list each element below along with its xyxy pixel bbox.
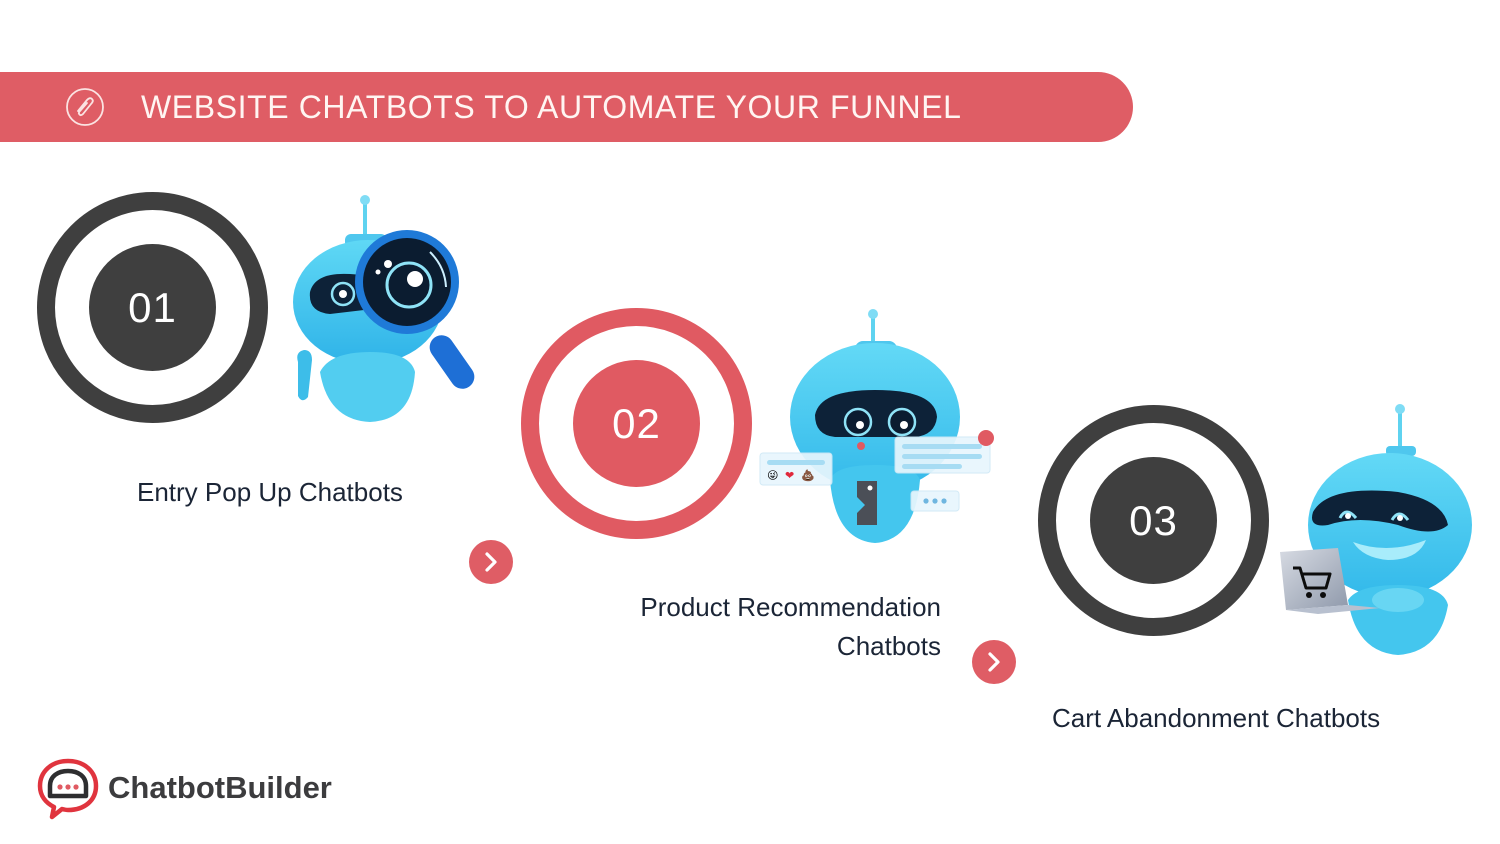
robot-shopping-cart-icon — [1280, 404, 1472, 655]
step-2-label: Product Recommendation Chatbots — [640, 588, 941, 666]
chevron-right-icon — [485, 552, 497, 572]
step-3-label: Cart Abandonment Chatbots — [1052, 703, 1381, 733]
paperclip-circle-icon — [66, 88, 104, 126]
chevron-right-icon — [988, 652, 1000, 672]
step-2-number: 02 — [573, 360, 700, 487]
svg-text:😜: 😜 — [767, 469, 778, 482]
svg-text:❤: ❤ — [785, 469, 794, 482]
header-banner: WEBSITE CHATBOTS TO AUTOMATE YOUR FUNNEL — [0, 72, 1133, 142]
robot-magnifier-icon — [293, 195, 475, 422]
step-2-label-line-2: Chatbots — [836, 631, 941, 661]
svg-text:💩: 💩 — [801, 469, 815, 482]
robot-chat-bubbles-icon: 😜 ❤ 💩 — [759, 309, 994, 543]
step-2-label-line-1: Product Recommendation — [640, 592, 941, 622]
step-1-label: Entry Pop Up Chatbots — [137, 477, 403, 507]
step-2-ring: 02 — [521, 308, 752, 539]
next-step-2-button[interactable] — [972, 640, 1016, 684]
step-1-ring: 01 — [37, 192, 268, 423]
step-1-number: 01 — [89, 244, 216, 371]
step-3-ring: 03 — [1038, 405, 1269, 636]
next-step-1-button[interactable] — [469, 540, 513, 584]
brand-name: ChatbotBuilder — [108, 770, 332, 805]
page-title: WEBSITE CHATBOTS TO AUTOMATE YOUR FUNNEL — [141, 89, 962, 125]
speech-bubble-logo-icon — [37, 758, 99, 820]
step-3-number: 03 — [1090, 457, 1217, 584]
